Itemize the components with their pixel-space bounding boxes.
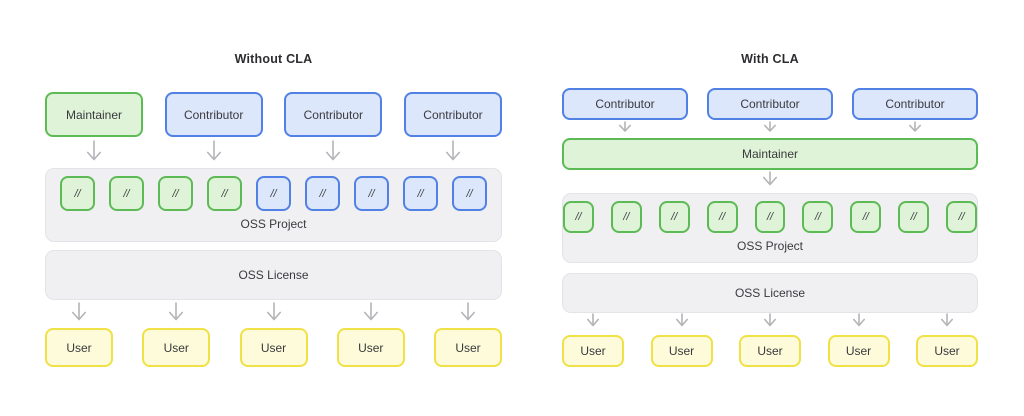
maintainer-bar: Maintainer [562,138,978,170]
down-arrow-icon [337,302,405,326]
down-arrow-icon [562,313,624,331]
actor-arrows-row [45,140,502,166]
user-arrows-row [45,302,502,326]
user-box: User [336,328,405,367]
oss-project-label: OSS Project [736,239,804,253]
actor-box-contributor-1: Contributor [164,92,263,137]
code-chip: // [158,176,193,211]
down-arrow-icon [828,313,890,331]
code-chip: // [256,176,291,211]
code-chip: // [850,201,882,233]
actor-box-maintainer: Maintainer [45,92,143,137]
down-arrow-icon [45,302,113,326]
down-arrow-icon [562,171,978,191]
code-chip: // [898,201,930,233]
actor-box-contributor-2: Contributor [707,88,833,120]
code-chip: // [563,201,594,233]
panel-with-cla: With CLA Contributor Contributor Contrib… [562,0,978,416]
user-box: User [916,335,978,367]
actor-box-contributor-1: Contributor [562,88,688,120]
down-arrow-icon [404,140,502,166]
code-chip: // [946,201,978,233]
panel-without-cla: Without CLA Maintainer Contributor Contr… [45,0,502,416]
actor-box-contributor-2: Contributor [284,92,383,137]
down-arrow-icon [45,140,143,166]
contributor-arrows-row [562,121,978,136]
actor-box-contributor-3: Contributor [403,92,502,137]
users-row: User User User User User [45,328,502,367]
user-box: User [142,328,211,367]
panel-title: Without CLA [234,52,313,66]
down-arrow-icon [284,140,382,166]
down-arrow-icon [240,302,308,326]
user-box: User [739,335,801,367]
code-chip: // [658,201,690,233]
code-chip: // [610,201,642,233]
code-chip: // [60,176,95,211]
code-chip: // [305,176,340,211]
code-chip: // [354,176,389,211]
code-chip: // [706,201,738,233]
oss-project-label: OSS Project [240,217,307,231]
down-arrow-icon [739,313,801,331]
code-chip: // [802,201,834,233]
code-chip: // [452,176,487,211]
user-box: User [45,328,113,367]
user-box: User [434,328,502,367]
down-arrow-icon [562,121,688,136]
code-chips-row: // // // // // // // // // [46,169,501,211]
down-arrow-icon [916,313,978,331]
code-chip: // [207,176,242,211]
down-arrow-icon [165,140,263,166]
code-chip: // [403,176,438,211]
down-arrow-icon [852,121,978,136]
user-box: User [650,335,713,367]
actors-row: Maintainer Contributor Contributor Contr… [45,92,502,137]
down-arrow-icon [434,302,502,326]
users-row: User User User User User [562,335,978,367]
code-chip: // [109,176,144,211]
down-arrow-icon [707,121,833,136]
code-chip: // [754,201,786,233]
oss-license-box: OSS License [45,250,502,300]
panel-title: With CLA [741,52,799,66]
down-arrow-icon [651,313,713,331]
user-box: User [827,335,890,367]
down-arrow-icon [142,302,210,326]
oss-project-container: // // // // // // // // // OSS Project [45,168,502,242]
actors-row: Contributor Contributor Contributor [562,88,978,120]
user-box: User [562,335,624,367]
user-arrows-row [562,313,978,331]
user-box: User [239,328,308,367]
oss-license-box: OSS License [562,273,978,313]
oss-project-container: // // // // // // // // // OSS Project [562,193,978,263]
actor-box-contributor-3: Contributor [852,88,978,120]
code-chips-row: // // // // // // // // // [563,194,978,233]
